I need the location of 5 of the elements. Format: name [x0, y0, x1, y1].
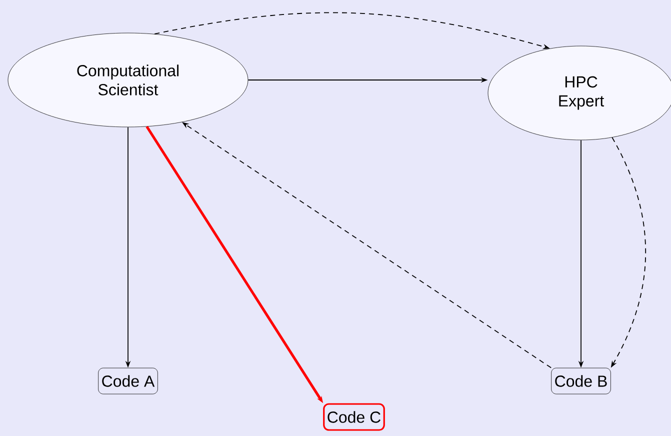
code-box: Code C — [323, 403, 385, 431]
code-box: Code B — [551, 368, 611, 394]
code-box: Code A — [98, 368, 158, 394]
ellipse-node: Computational Scientist — [8, 32, 248, 128]
ellipse-node: HPC Expert — [488, 46, 671, 140]
